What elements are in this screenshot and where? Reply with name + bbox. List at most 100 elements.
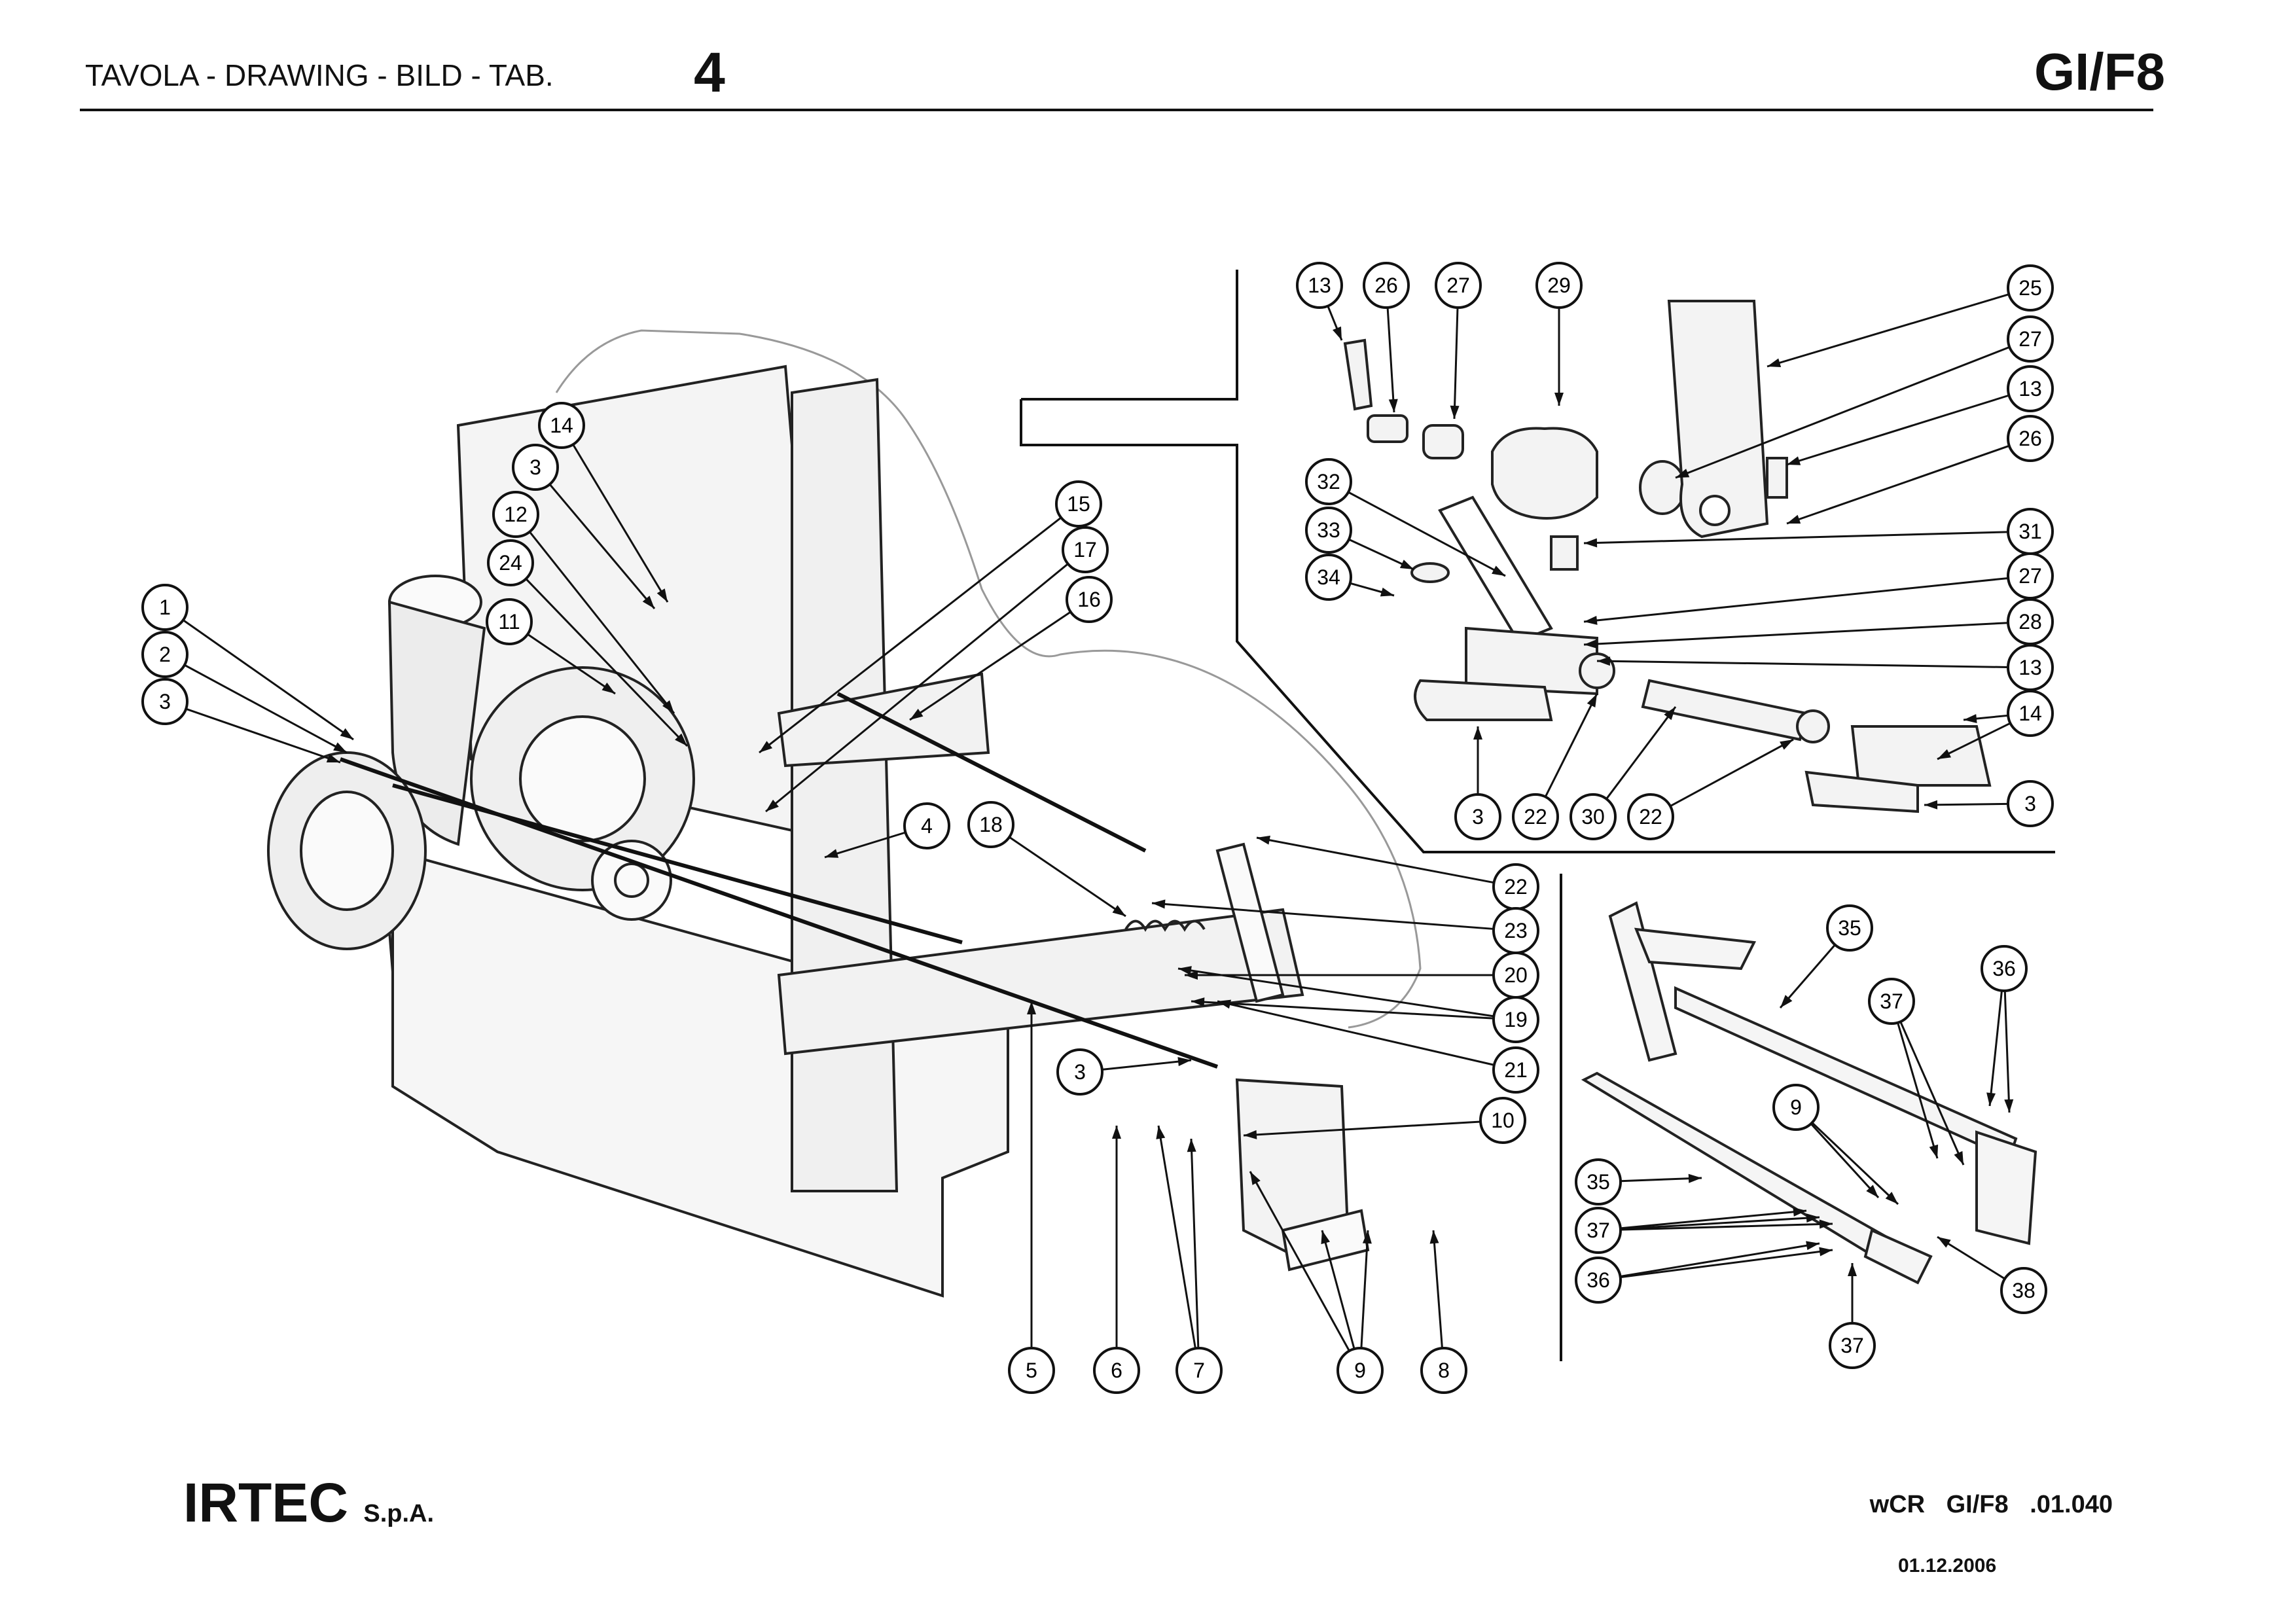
callout-arrowhead — [662, 700, 674, 713]
callout-arrowhead — [1187, 1139, 1196, 1152]
callout-arrowhead — [675, 733, 687, 746]
callout-leader-line — [184, 664, 348, 754]
callout-leader-line — [1811, 1122, 1899, 1205]
callout-bubble — [1826, 904, 1873, 952]
callout-number: 4 — [921, 814, 933, 838]
callout-bubble — [967, 801, 1014, 848]
callout-bubble — [2007, 780, 2054, 827]
callout-bubble — [2000, 1267, 2047, 1314]
callout-number: 1 — [159, 596, 171, 619]
callout-leader-line — [1102, 1059, 1192, 1071]
company-name-text: IRTEC — [183, 1472, 348, 1533]
callout-arrowhead — [1597, 656, 1611, 666]
callout-number: 35 — [1838, 916, 1861, 940]
callout-arrowhead — [1321, 1230, 1330, 1245]
callout-arrowhead — [1664, 707, 1676, 721]
callout-arrowhead — [1450, 405, 1460, 419]
callout-bubble — [141, 678, 188, 725]
callout-leader-line — [1937, 1236, 2005, 1280]
callout-arrowhead — [825, 849, 839, 858]
callout-leader-line — [1924, 802, 2009, 806]
callout-number: 12 — [504, 503, 528, 526]
callout-leader-line — [1249, 1171, 1350, 1351]
callout-number: 17 — [1073, 538, 1097, 562]
callout-arrowhead — [1362, 1230, 1372, 1244]
callout-bubble — [141, 631, 188, 678]
callout-number: 38 — [2012, 1279, 2036, 1302]
callout-number: 26 — [2018, 427, 2042, 450]
callout-arrowhead — [1178, 966, 1192, 975]
callout-leader-line — [1620, 1242, 1820, 1277]
callout-leader-line — [1256, 836, 1494, 884]
callout-number: 23 — [1504, 919, 1528, 942]
callout-number: 29 — [1547, 274, 1571, 297]
callout-number: 3 — [1074, 1060, 1086, 1084]
callout-arrowhead — [1885, 1192, 1898, 1204]
callout-bubble — [1575, 1207, 1622, 1254]
company-suffix: S.p.A. — [363, 1500, 435, 1527]
callout-bubble — [1093, 1347, 1140, 1394]
callout-number: 3 — [529, 455, 541, 479]
callout-number: 13 — [2018, 656, 2042, 679]
callout-bubble — [1305, 554, 1352, 601]
callout-arrowhead — [601, 682, 615, 694]
callout-arrowhead — [759, 741, 773, 753]
callout-number: 33 — [1317, 518, 1340, 542]
callout-number: 22 — [1639, 805, 1662, 829]
callout-number: 22 — [1504, 875, 1528, 899]
callout-leader-line — [1670, 738, 1794, 808]
callout-arrowhead — [1492, 565, 1505, 576]
callout-arrowhead — [1780, 995, 1793, 1008]
callout-leader-line — [1583, 531, 2009, 544]
callout-number: 9 — [1354, 1359, 1366, 1382]
main-assembly — [267, 329, 1422, 1298]
callout-leader-line — [1583, 622, 2009, 646]
callout-arrowhead — [1027, 1001, 1036, 1014]
callout-arrowhead — [1954, 1150, 1964, 1165]
callout-arrowhead — [1473, 726, 1482, 740]
callout-number: 30 — [1581, 805, 1605, 829]
document-reference: wCR GI/F8 .01.040 — [1869, 1491, 2113, 1518]
callout-number: 36 — [1587, 1268, 1610, 1292]
callout-arrowhead — [1806, 1213, 1820, 1223]
callout-arrowhead — [1429, 1230, 1439, 1244]
callout-leader-line — [1151, 902, 1494, 930]
callout-leader-line — [1360, 1230, 1369, 1349]
callout-leader-line — [525, 578, 689, 747]
callout-leader-line — [1786, 394, 2009, 466]
callout-number: 27 — [2018, 564, 2042, 588]
callout-leader-line — [1620, 1216, 1820, 1230]
callout-arrowhead — [1866, 1185, 1878, 1198]
callout-leader-line — [548, 484, 656, 609]
callout-number: 19 — [1504, 1008, 1528, 1031]
callout-number: 22 — [1524, 805, 1547, 829]
callout-arrowhead — [1767, 358, 1782, 367]
detail-borders — [1020, 270, 2055, 1361]
callout-arrowhead — [1156, 1126, 1166, 1139]
callout-leader-line — [1988, 990, 2003, 1107]
callout-number: 27 — [1446, 274, 1470, 297]
callout-number: 14 — [2018, 702, 2042, 725]
callout-number: 37 — [1587, 1219, 1610, 1242]
callout-bubble — [1296, 262, 1343, 309]
callout-number: 21 — [1504, 1058, 1528, 1082]
callout-arrowhead — [1937, 749, 1952, 759]
callout-leader-line — [1177, 967, 1494, 1018]
callout-bubble — [1575, 1257, 1622, 1304]
callout-bubble — [1305, 458, 1352, 505]
callout-number: 14 — [550, 414, 573, 437]
callout-leader-line — [1897, 1022, 1939, 1159]
callout-arrowhead — [1937, 1237, 1951, 1248]
callout-number: 8 — [1438, 1359, 1450, 1382]
callout-leader-line — [1243, 1120, 1481, 1137]
callout-bubble — [2007, 315, 2054, 363]
control-rods — [340, 692, 1218, 1069]
callout-arrowhead — [1112, 904, 1126, 916]
callout-number: 13 — [2018, 377, 2042, 401]
callout-bubble — [512, 444, 559, 491]
callout-leader-line — [1191, 1000, 1494, 1020]
callout-leader-line — [572, 444, 669, 603]
callout-number: 28 — [2018, 610, 2042, 633]
drawing-label: TAVOLA - DRAWING - BILD - TAB. — [85, 58, 554, 92]
